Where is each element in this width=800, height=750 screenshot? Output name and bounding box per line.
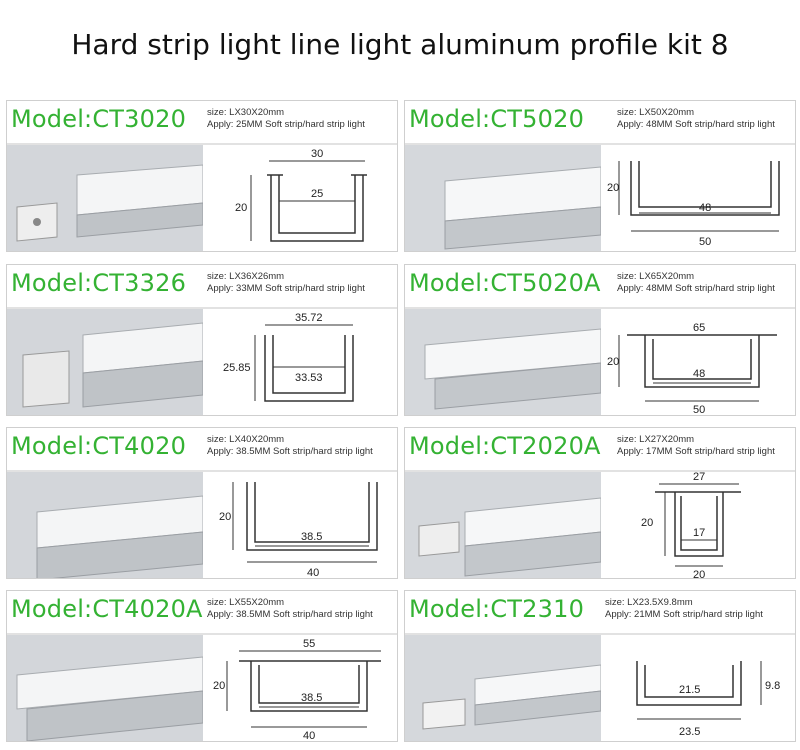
dim-inner: 48: [699, 202, 711, 214]
size-text: size: LX27X20mm: [617, 434, 695, 445]
dim-bottom: 50: [699, 236, 711, 248]
product-photo: [7, 309, 203, 415]
model-name: Model:CT2310: [409, 595, 585, 623]
size-text: size: LX65X20mm: [617, 271, 695, 282]
product-photo: [405, 472, 601, 578]
profile-drawing: 30 25 20: [203, 145, 397, 251]
spec-text: size: LX40X20mm Apply: 38.5MM Soft strip…: [207, 434, 373, 458]
profile-drawing: 38.5 40 20: [203, 472, 397, 579]
dim-height: 20: [219, 511, 231, 523]
dim-height: 20: [641, 517, 653, 529]
profile-drawing: 27 17 20 20: [601, 472, 795, 579]
card-header: Model:CT5020 size: LX50X20mm Apply: 48MM…: [405, 101, 795, 145]
card-header: Model:CT2310 size: LX23.5X9.8mm Apply: 2…: [405, 591, 795, 635]
profile-drawing: 35.72 33.53 25.85: [203, 309, 397, 415]
dim-height: 20: [235, 202, 247, 214]
dim-bottom: 23.5: [679, 726, 700, 738]
dim-bottom: 50: [693, 404, 705, 416]
spec-text: size: LX36X26mm Apply: 33MM Soft strip/h…: [207, 271, 365, 295]
product-photo: [7, 472, 203, 578]
size-text: size: LX55X20mm: [207, 597, 285, 608]
model-name: Model:CT5020: [409, 105, 585, 133]
product-card-ct5020a: Model:CT5020A size: LX65X20mm Apply: 48M…: [404, 264, 796, 416]
spec-text: size: LX65X20mm Apply: 48MM Soft strip/h…: [617, 271, 775, 295]
product-card-ct2310: Model:CT2310 size: LX23.5X9.8mm Apply: 2…: [404, 590, 796, 742]
profile-drawing: 21.5 23.5 9.8: [601, 635, 795, 741]
card-header: Model:CT3326 size: LX36X26mm Apply: 33MM…: [7, 265, 397, 309]
product-card-ct3020: Model:CT3020 size: LX30X20mm Apply: 25MM…: [6, 100, 398, 252]
size-text: size: LX23.5X9.8mm: [605, 597, 693, 608]
apply-text: Apply: 33MM Soft strip/hard strip light: [207, 283, 365, 294]
dim-inner: 33.53: [295, 372, 323, 384]
profile-drawing: 48 50 20: [601, 145, 795, 251]
dim-height: 20: [607, 182, 619, 194]
dim-top: 55: [303, 638, 315, 650]
card-header: Model:CT3020 size: LX30X20mm Apply: 25MM…: [7, 101, 397, 145]
dim-inner: 21.5: [679, 684, 700, 696]
dim-top: 65: [693, 322, 705, 334]
model-name: Model:CT5020A: [409, 269, 601, 297]
spec-text: size: LX23.5X9.8mm Apply: 21MM Soft stri…: [605, 597, 763, 621]
dim-top: 35.72: [295, 312, 323, 324]
product-photo: [405, 635, 601, 741]
spec-text: size: LX55X20mm Apply: 38.5MM Soft strip…: [207, 597, 373, 621]
spec-text: size: LX27X20mm Apply: 17MM Soft strip/h…: [617, 434, 775, 458]
dim-top: 30: [311, 148, 323, 160]
dim-inner: 38.5: [301, 692, 322, 704]
apply-text: Apply: 17MM Soft strip/hard strip light: [617, 446, 775, 457]
model-name: Model:CT2020A: [409, 432, 601, 460]
card-header: Model:CT5020A size: LX65X20mm Apply: 48M…: [405, 265, 795, 309]
page-title: Hard strip light line light aluminum pro…: [71, 28, 729, 61]
apply-text: Apply: 25MM Soft strip/hard strip light: [207, 119, 365, 130]
apply-text: Apply: 21MM Soft strip/hard strip light: [605, 609, 763, 620]
dim-bottom: 40: [303, 730, 315, 742]
size-text: size: LX36X26mm: [207, 271, 285, 282]
dim-height: 9.8: [765, 680, 780, 692]
dim-height: 25.85: [223, 362, 251, 374]
model-name: Model:CT4020: [11, 432, 187, 460]
size-text: size: LX30X20mm: [207, 107, 285, 118]
product-card-ct5020: Model:CT5020 size: LX50X20mm Apply: 48MM…: [404, 100, 796, 252]
dim-inner: 25: [311, 188, 323, 200]
dim-inner: 38.5: [301, 531, 322, 543]
product-photo: [7, 635, 203, 741]
dim-bottom: 20: [693, 569, 705, 579]
product-photo: [405, 145, 601, 251]
size-text: size: LX50X20mm: [617, 107, 695, 118]
product-card-ct4020a: Model:CT4020A size: LX55X20mm Apply: 38.…: [6, 590, 398, 742]
dim-height: 20: [607, 356, 619, 368]
card-header: Model:CT4020 size: LX40X20mm Apply: 38.5…: [7, 428, 397, 472]
dim-inner: 17: [693, 527, 705, 539]
dim-bottom: 40: [307, 567, 319, 579]
apply-text: Apply: 38.5MM Soft strip/hard strip ligh…: [207, 609, 373, 620]
dim-top: 27: [693, 472, 705, 483]
card-header: Model:CT2020A size: LX27X20mm Apply: 17M…: [405, 428, 795, 472]
dim-inner: 48: [693, 368, 705, 380]
dim-height: 20: [213, 680, 225, 692]
profile-drawing: 65 48 50 20: [601, 309, 795, 416]
spec-text: size: LX50X20mm Apply: 48MM Soft strip/h…: [617, 107, 775, 131]
apply-text: Apply: 48MM Soft strip/hard strip light: [617, 119, 775, 130]
model-name: Model:CT3020: [11, 105, 187, 133]
product-card-ct2020a: Model:CT2020A size: LX27X20mm Apply: 17M…: [404, 427, 796, 579]
size-text: size: LX40X20mm: [207, 434, 285, 445]
apply-text: Apply: 38.5MM Soft strip/hard strip ligh…: [207, 446, 373, 457]
profile-drawing: 55 38.5 40 20: [203, 635, 397, 742]
product-photo: [405, 309, 601, 415]
spec-text: size: LX30X20mm Apply: 25MM Soft strip/h…: [207, 107, 365, 131]
product-photo: [7, 145, 203, 251]
product-card-ct4020: Model:CT4020 size: LX40X20mm Apply: 38.5…: [6, 427, 398, 579]
model-name: Model:CT3326: [11, 269, 187, 297]
product-card-ct3326: Model:CT3326 size: LX36X26mm Apply: 33MM…: [6, 264, 398, 416]
card-header: Model:CT4020A size: LX55X20mm Apply: 38.…: [7, 591, 397, 635]
apply-text: Apply: 48MM Soft strip/hard strip light: [617, 283, 775, 294]
model-name: Model:CT4020A: [11, 595, 203, 623]
